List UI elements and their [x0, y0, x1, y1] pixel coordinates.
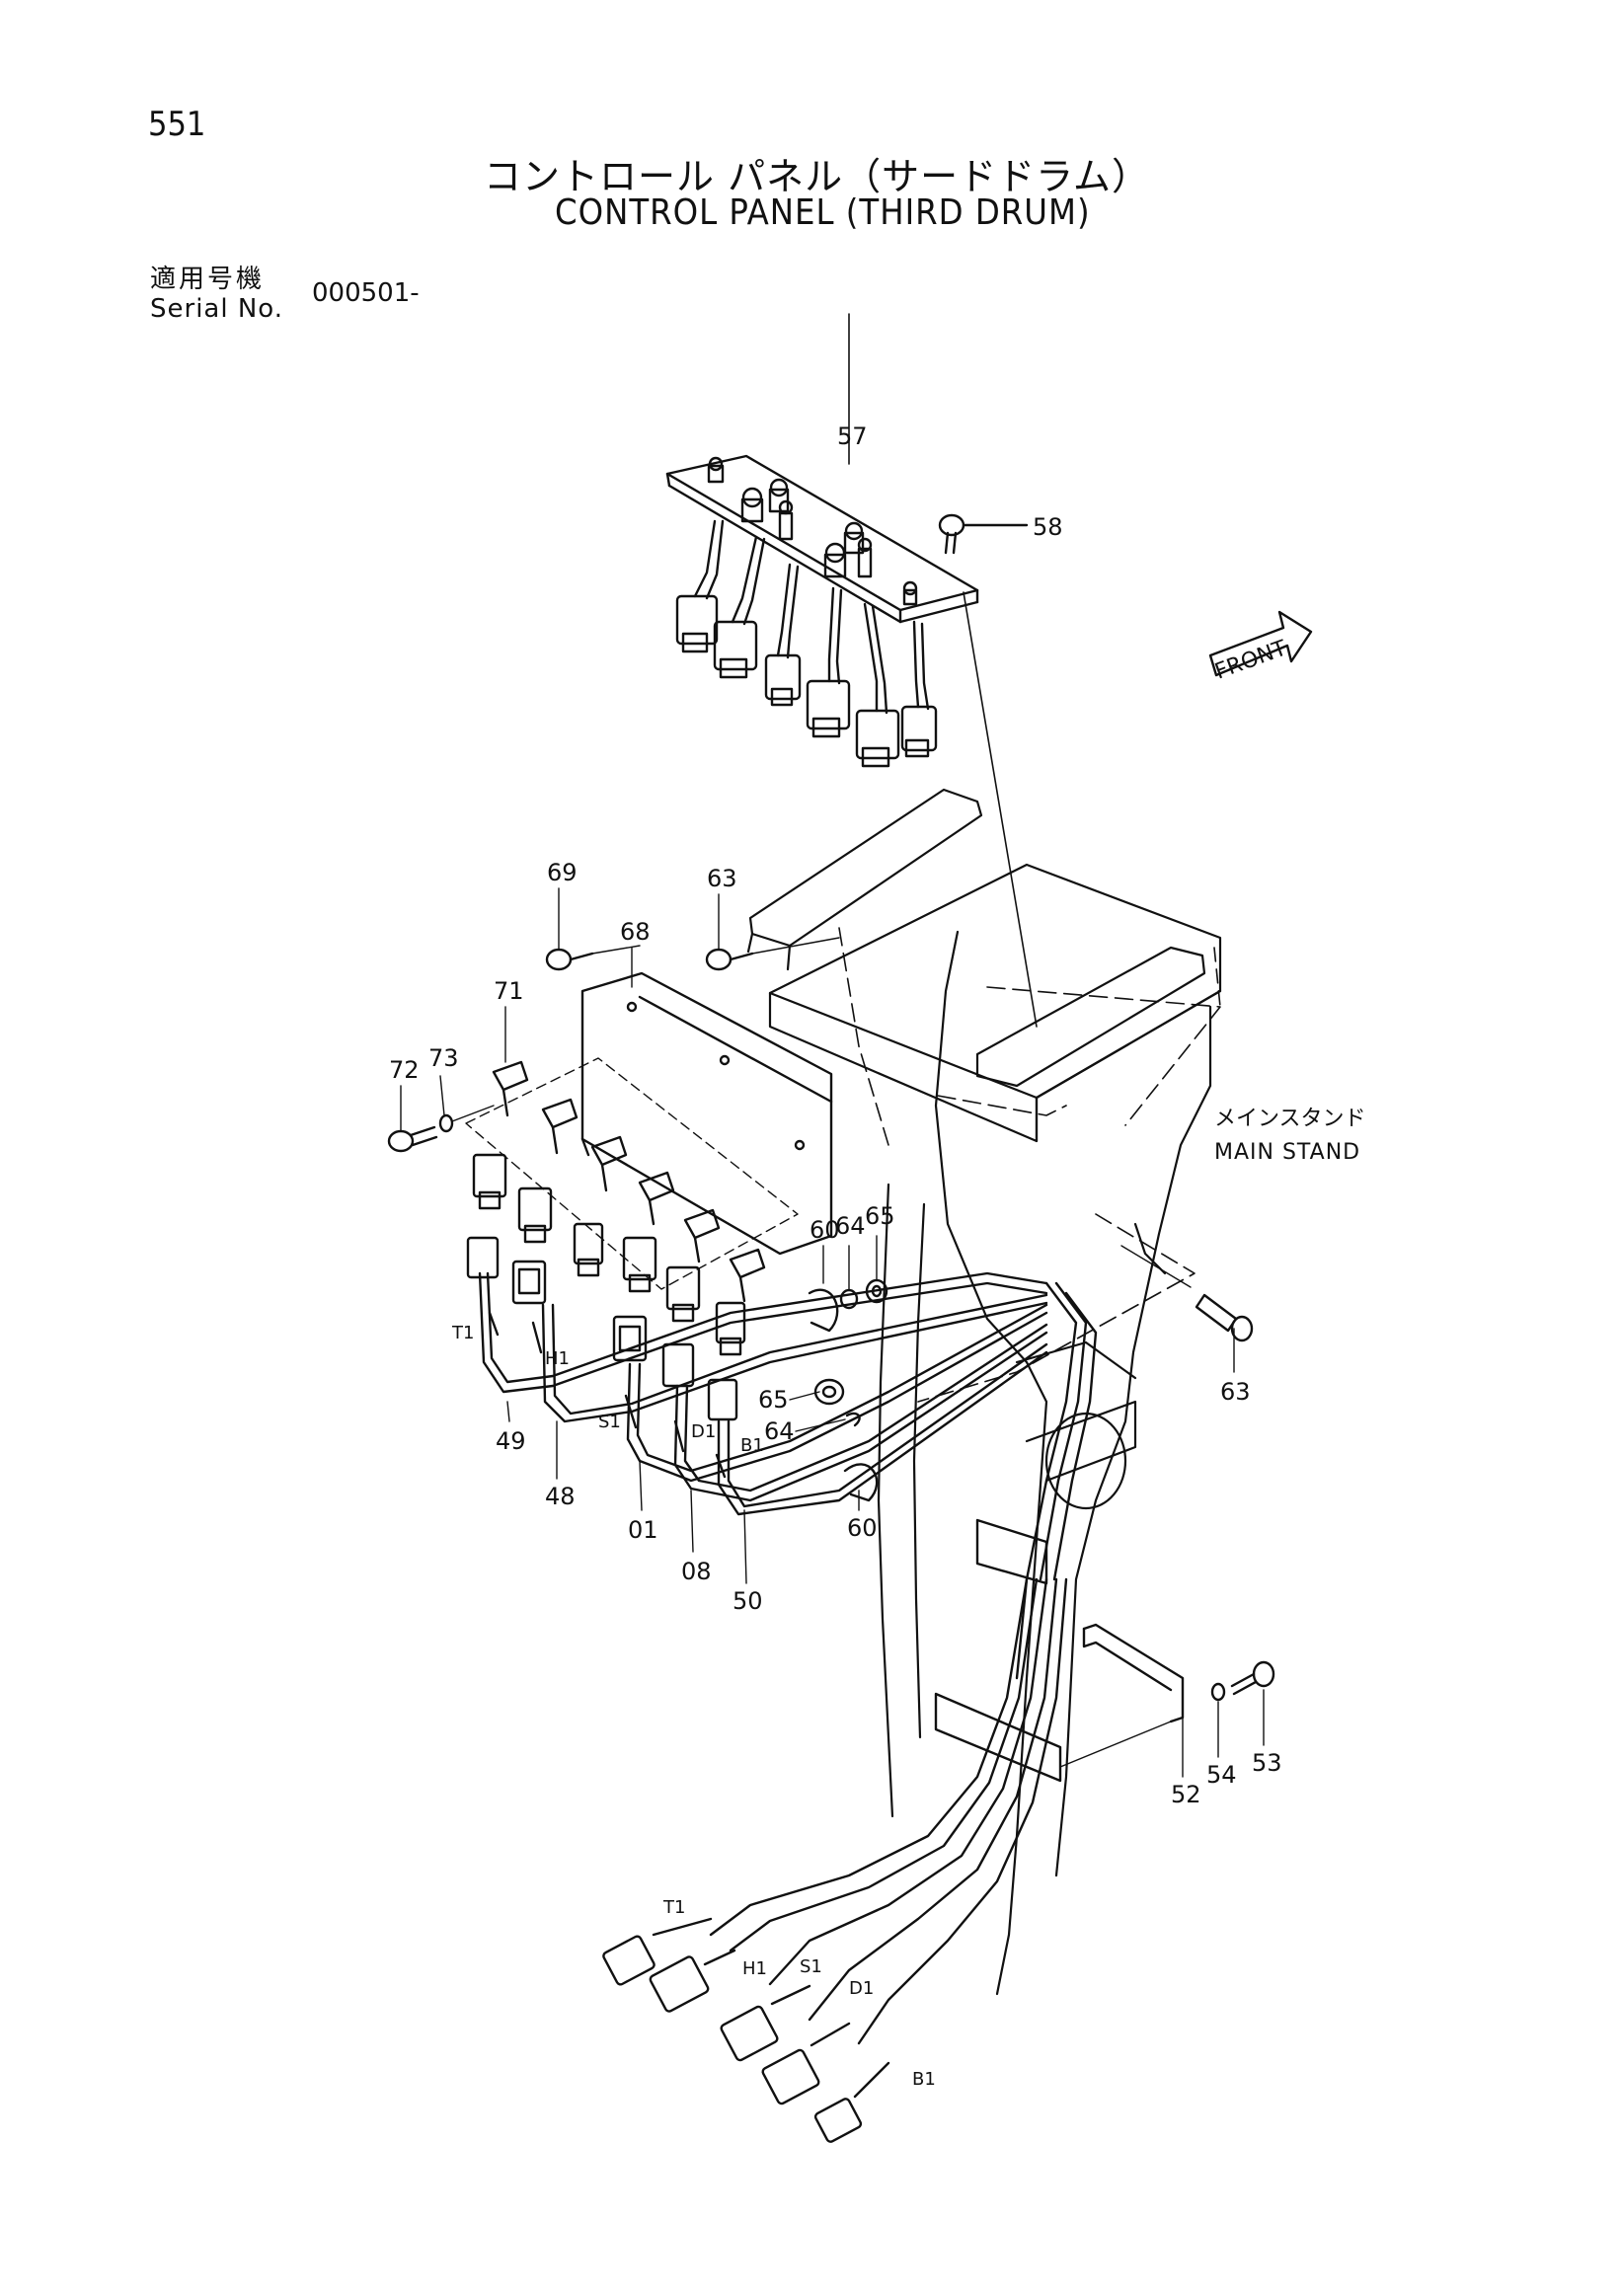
harness-clamps-71 — [465, 1057, 799, 1303]
part-number-58: 58 — [1033, 513, 1063, 541]
part-number-68: 68 — [620, 918, 651, 946]
harness-lower-connectors — [602, 1917, 890, 2143]
control-panel-plate — [665, 454, 979, 768]
main-stand-label-japanese: メインスタンド — [1214, 1107, 1366, 1131]
title-english: CONTROL PANEL (THIRD DRUM) — [555, 192, 1091, 233]
screw-58-icon — [938, 513, 1029, 555]
wire-tag-s1-lower: S1 — [800, 1956, 822, 1977]
wire-tag-d1-upper: D1 — [691, 1421, 716, 1442]
harness-upper — [478, 1271, 1098, 1680]
part-number-64-lower: 64 — [764, 1417, 795, 1445]
clip-60-upper-icon — [808, 1278, 888, 1333]
part-number-60-lower: 60 — [847, 1514, 878, 1542]
screw-63-upper-icon — [705, 937, 840, 971]
part-number-50: 50 — [733, 1587, 763, 1615]
wire-tag-h1-upper: H1 — [545, 1348, 570, 1369]
wire-tag-t1-upper: T1 — [451, 1323, 474, 1343]
harness-lower — [709, 1577, 1068, 2045]
bracket-52 — [1059, 1623, 1185, 1768]
part-number-69: 69 — [547, 859, 578, 886]
washer-73-icon — [438, 1105, 495, 1133]
serial-label-japanese: 適用号機 — [150, 265, 266, 294]
part-number-60-upper: 60 — [810, 1216, 840, 1244]
wire-tag-b1-upper: B1 — [740, 1435, 764, 1456]
part-number-65-lower: 65 — [758, 1386, 789, 1414]
relay-connectors — [472, 1153, 746, 1356]
part-number-72: 72 — [389, 1056, 420, 1084]
washer-54-icon — [1210, 1682, 1226, 1702]
serial-label-english: Serial No. — [150, 294, 283, 324]
wire-tag-t1-lower: T1 — [662, 1897, 685, 1918]
bracket-68 — [580, 971, 833, 1256]
wire-tag-h1-lower: H1 — [742, 1958, 767, 1979]
part-number-53: 53 — [1252, 1749, 1282, 1777]
front-label: FRONT — [1212, 636, 1291, 684]
part-number-01: 01 — [628, 1516, 658, 1544]
wire-tag-b1-lower: B1 — [912, 2069, 936, 2090]
screw-69-icon — [545, 945, 641, 971]
serial-value: 000501- — [312, 278, 420, 308]
part-number-08: 08 — [681, 1558, 712, 1585]
wire-tag-d1-lower: D1 — [849, 1978, 874, 1999]
clip-60-lower-icon — [813, 1378, 879, 1502]
wire-tag-s1-upper: S1 — [598, 1412, 621, 1432]
stand-clamps — [934, 1518, 1062, 1783]
title-japanese: コントロール パネル（サードドラム） — [484, 155, 1150, 198]
harness-upper-connectors — [466, 1236, 738, 1479]
bolt-72-icon — [387, 1125, 438, 1153]
part-number-65-upper: 65 — [865, 1202, 895, 1230]
part-number-52: 52 — [1171, 1781, 1201, 1808]
part-number-63-right: 63 — [1220, 1378, 1251, 1406]
part-number-63-upper: 63 — [707, 865, 737, 892]
leader-lines — [400, 887, 1265, 1778]
part-number-71: 71 — [494, 977, 524, 1005]
part-number-73: 73 — [428, 1044, 459, 1072]
bolt-53-icon — [1230, 1660, 1275, 1696]
page-number: 551 — [148, 105, 206, 144]
part-number-48: 48 — [545, 1483, 576, 1510]
main-stand-label-english: MAIN STAND — [1214, 1140, 1360, 1165]
front-arrow-icon — [1208, 610, 1313, 677]
part-number-49: 49 — [496, 1427, 526, 1455]
part-number-54: 54 — [1206, 1761, 1237, 1789]
part-number-64-upper: 64 — [835, 1212, 866, 1240]
part-number-57: 57 — [837, 422, 868, 450]
bolt-63-right-icon — [1120, 1245, 1254, 1342]
